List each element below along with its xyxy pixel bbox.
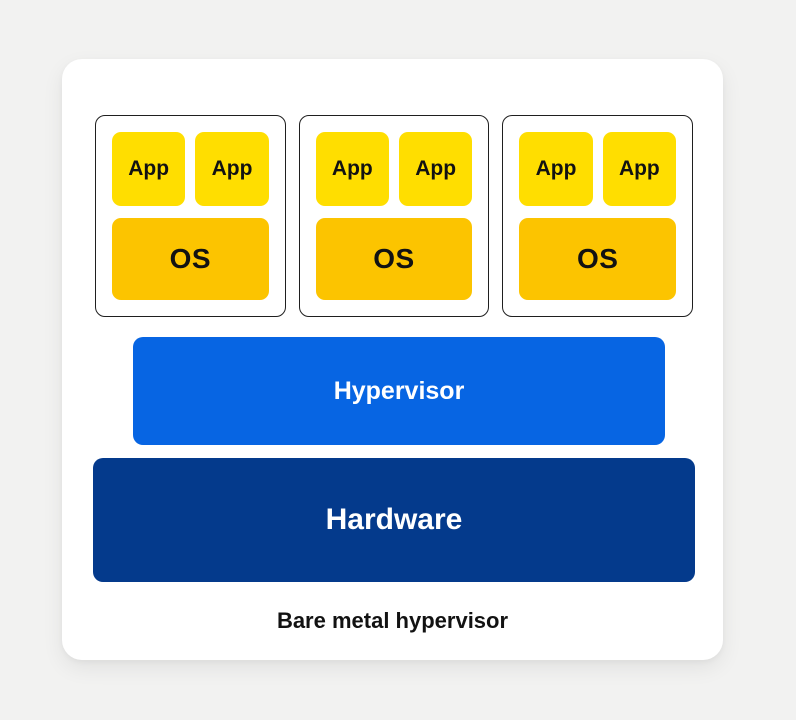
vm-row: App App OS App App OS App App OS — [95, 115, 694, 317]
diagram-card: App App OS App App OS App App OS — [62, 59, 723, 660]
app-box: App — [399, 132, 473, 207]
app-box: App — [195, 132, 269, 207]
app-box: App — [315, 132, 390, 207]
diagram-caption: Bare metal hypervisor — [276, 608, 509, 633]
app-box: App — [112, 132, 186, 207]
os-box: OS — [519, 218, 677, 300]
hypervisor-layer: Hypervisor — [133, 337, 665, 445]
vm-3-apps: App App — [519, 132, 677, 207]
os-box: OS — [315, 218, 473, 300]
vm-1-apps: App App — [112, 132, 269, 207]
app-box: App — [519, 132, 593, 207]
hardware-layer: Hardware — [93, 458, 695, 582]
app-box: App — [602, 132, 677, 207]
vm-box-3: App App OS — [502, 115, 694, 317]
vm-box-2: App App OS — [298, 115, 490, 317]
vm-2-apps: App App — [315, 132, 473, 207]
vm-box-1: App App OS — [95, 115, 286, 317]
os-box: OS — [112, 218, 269, 300]
